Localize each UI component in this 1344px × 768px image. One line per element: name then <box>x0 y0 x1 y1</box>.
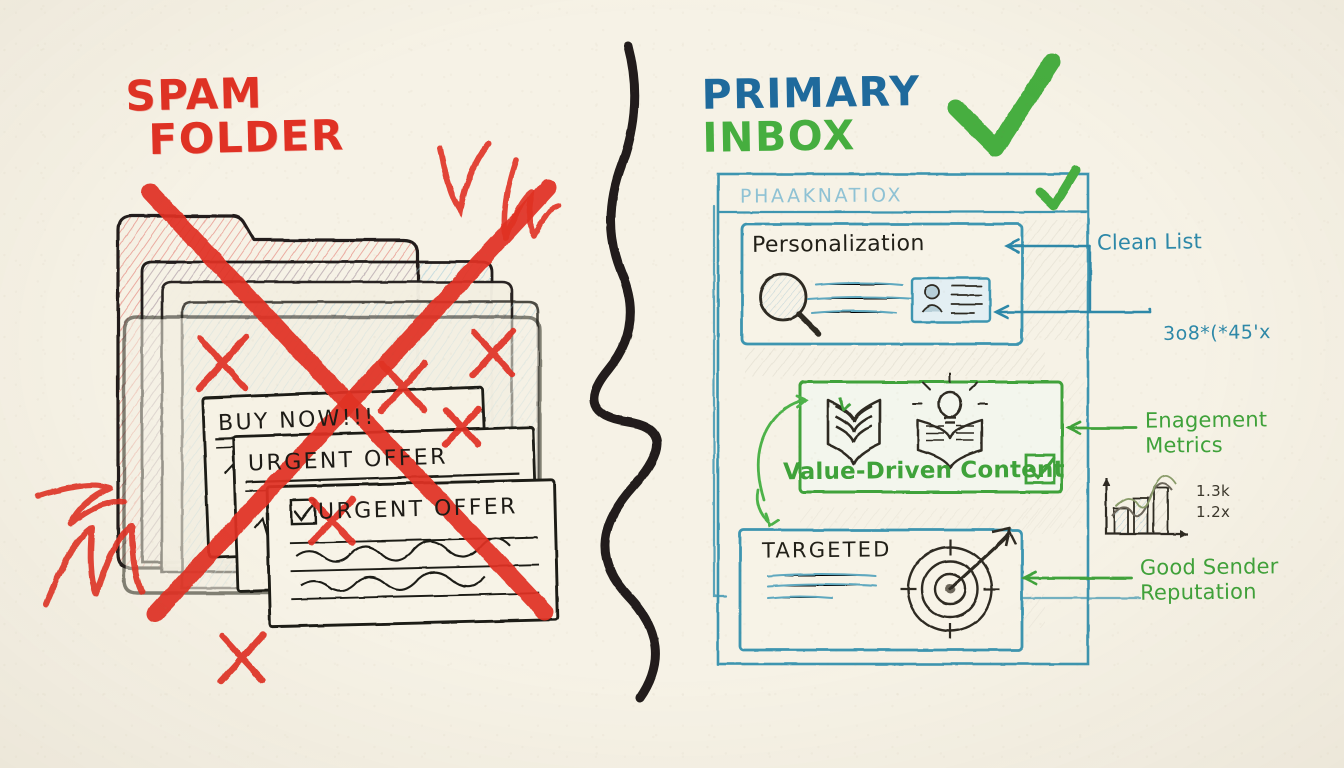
open-book-icon <box>826 397 882 466</box>
spam-title-line2: FOLDER <box>147 110 346 164</box>
title-check-icon <box>947 53 1061 157</box>
annotation-good-sender-reputation: Good Sender Reputation <box>1140 554 1279 605</box>
contact-card-icon <box>910 276 992 324</box>
engagement-bar-chart <box>1102 475 1188 538</box>
primary-title-word1: PRIMARY <box>701 67 921 119</box>
envelope-label-2: URGENT OFFER <box>247 444 449 477</box>
green-checkbox-icon <box>1024 453 1056 485</box>
annotation-engagement-metrics: Enagement Metrics <box>1145 407 1268 458</box>
magnifier-icon <box>758 272 822 337</box>
card-personalization <box>740 222 1024 346</box>
card-value-driven-label: Value-Driven Content <box>782 456 1065 486</box>
envelope-label-3: URGENT OFFER <box>317 494 519 525</box>
inbox-window-header-text: PHAAKNATIOX <box>739 184 904 208</box>
annotation-connectors <box>712 204 1152 600</box>
annotation-metric-code: 3o8*(*45'x <box>1162 321 1272 345</box>
card-targeted <box>738 526 1024 652</box>
card-personalization-label: Personalization <box>751 231 925 258</box>
annotation-clean-list: Clean List <box>1096 229 1203 255</box>
spam-folder-title: SPAM FOLDER <box>125 68 346 164</box>
primary-inbox-title: PRIMARY INBOX <box>701 67 921 162</box>
spam-envelopes <box>201 385 560 629</box>
primary-title-word2: INBOX <box>701 110 857 162</box>
target-arrow-icon <box>900 526 1018 639</box>
annotation-reputation-line2: Reputation <box>1140 579 1257 605</box>
annotation-engagement-line1: Enagement <box>1144 407 1268 433</box>
card-value-driven-content <box>798 372 1064 494</box>
card-targeted-label: TARGETED <box>761 537 892 563</box>
red-rejection-marks <box>35 141 561 685</box>
value-card-in-arrows <box>755 394 809 529</box>
chart-value-1: 1.3k <box>1196 482 1231 500</box>
annotation-engagement-line2: Metrics <box>1145 432 1223 458</box>
annotation-reputation-line1: Good Sender <box>1139 554 1279 580</box>
wavy-divider <box>589 41 662 703</box>
envelope-label-1: BUY NOW!!! <box>217 404 377 437</box>
inbox-window <box>712 165 1188 666</box>
chart-value-2: 1.2x <box>1196 503 1231 521</box>
book-lightbulb-icon <box>912 372 988 470</box>
